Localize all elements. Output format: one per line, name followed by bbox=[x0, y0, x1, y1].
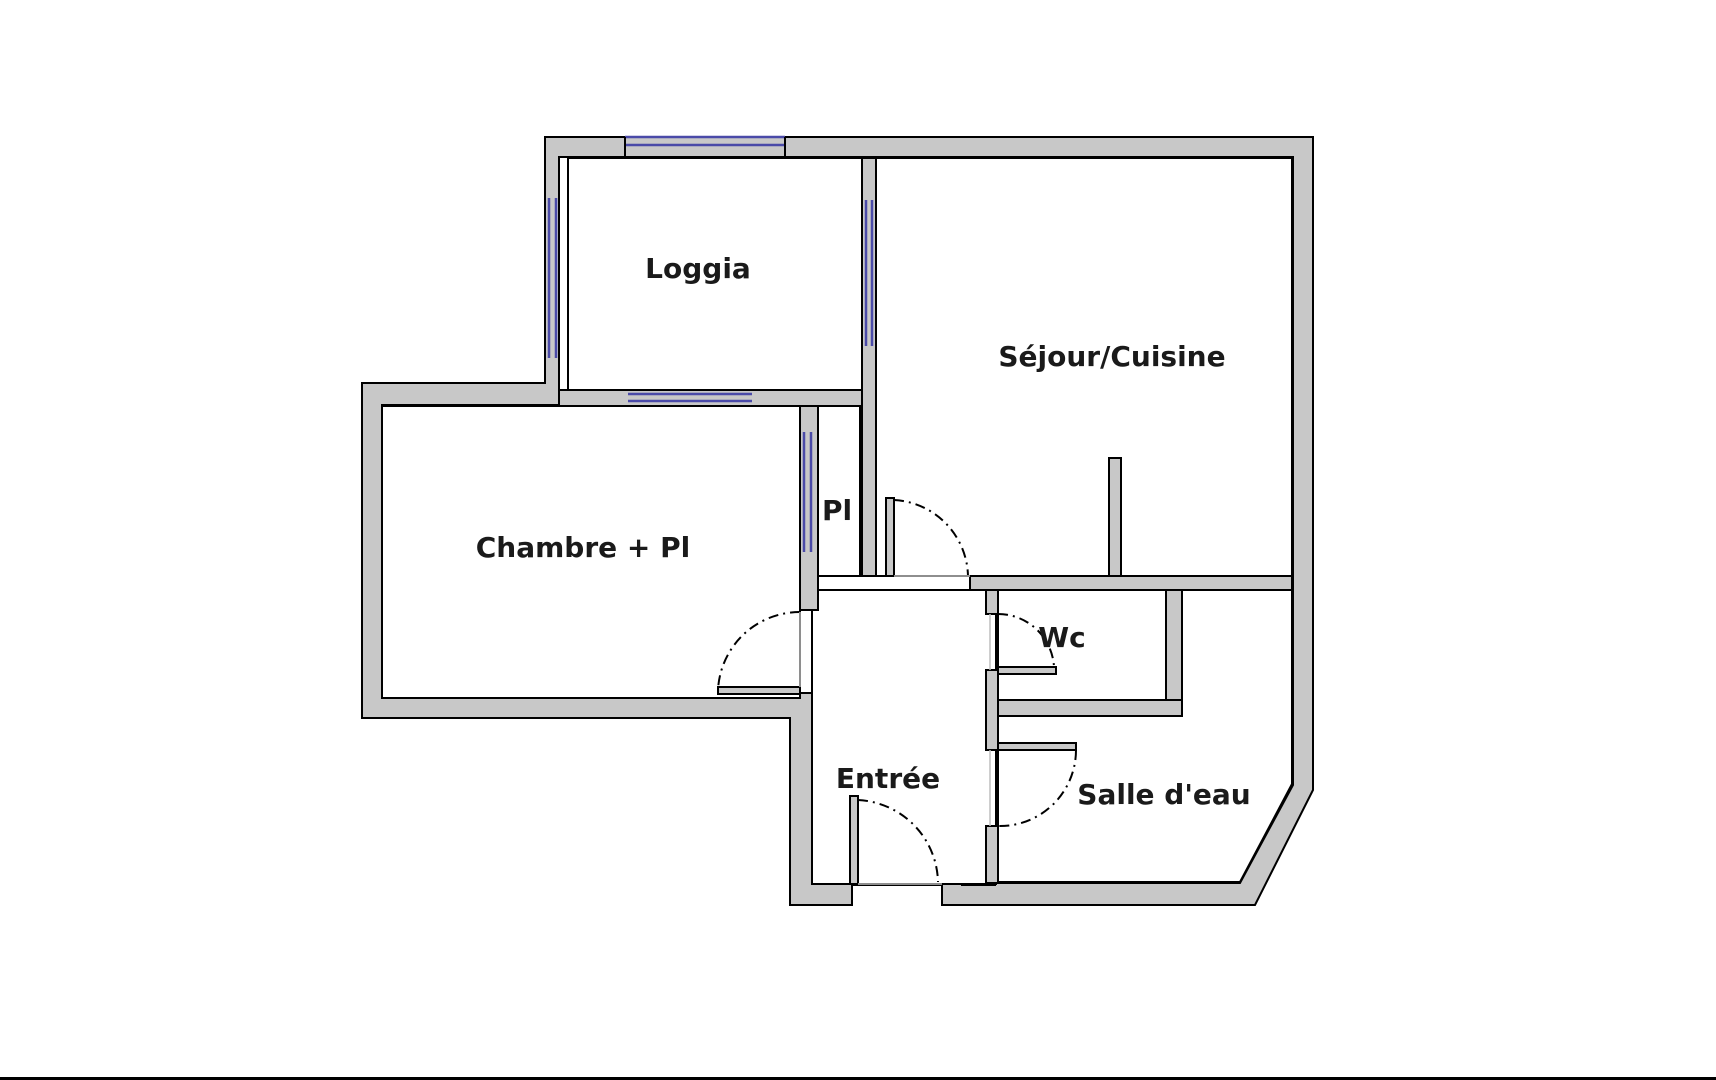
wall-loggia-sejour bbox=[861, 157, 877, 577]
label-sejour-cuisine: Séjour/Cuisine bbox=[998, 340, 1225, 373]
door-swing-chambre bbox=[717, 610, 801, 691]
label-chambre: Chambre + Pl bbox=[476, 531, 690, 564]
wall-sejour-bottom bbox=[969, 575, 1293, 591]
loggia-top-window bbox=[624, 135, 786, 157]
wall-wc-bottom bbox=[997, 699, 1183, 717]
room-sejour-cuisine bbox=[875, 157, 1293, 577]
door-leaf-salle-eau bbox=[997, 742, 1077, 751]
wall-wc-right bbox=[1165, 589, 1183, 717]
room-entree bbox=[811, 589, 997, 885]
door-swing-entree bbox=[857, 799, 939, 883]
loggia-bottom-window bbox=[628, 392, 752, 403]
label-wc: Wc bbox=[1038, 621, 1085, 654]
label-salle-eau: Salle d'eau bbox=[1077, 778, 1250, 811]
loggia-left-window bbox=[547, 198, 558, 358]
wall-entree-door-jamb bbox=[849, 795, 859, 885]
door-swing-wc bbox=[997, 612, 1055, 668]
label-entree: Entrée bbox=[836, 762, 940, 795]
room-loggia bbox=[567, 157, 863, 391]
wall-placard-left bbox=[799, 405, 819, 611]
bottom-divider bbox=[0, 1077, 1716, 1080]
wall-sejour-door-jamb bbox=[885, 497, 895, 577]
door-swing-salle-eau bbox=[997, 749, 1077, 828]
wall-chambre-loggia bbox=[558, 389, 863, 407]
label-loggia: Loggia bbox=[645, 252, 751, 285]
wall-entree-right-mid bbox=[985, 669, 999, 751]
wall-entree-right-bot bbox=[985, 825, 999, 884]
loggia-right-window bbox=[864, 200, 874, 346]
wall-entree-right-top bbox=[985, 589, 999, 615]
door-leaf-wc bbox=[997, 666, 1057, 675]
door-leaf-chambre bbox=[717, 686, 801, 695]
room-placard bbox=[817, 405, 861, 577]
wall-sejour-stub bbox=[1108, 457, 1122, 577]
room-wc bbox=[997, 589, 1167, 701]
placard-window bbox=[802, 432, 813, 552]
label-placard: Pl bbox=[822, 494, 852, 527]
